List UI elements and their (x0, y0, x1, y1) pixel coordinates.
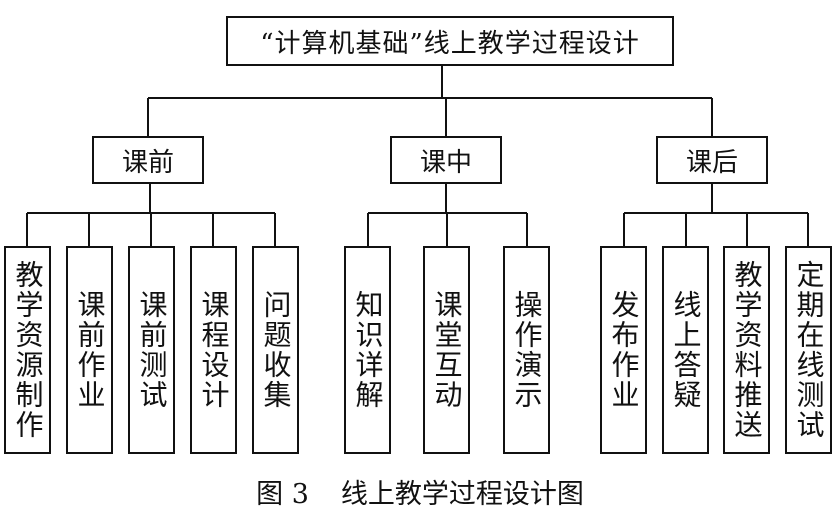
leaf-node: 课程设计 (190, 246, 237, 454)
leaf-label: 问题收集 (259, 290, 293, 410)
node-after-class-label: 课后 (685, 147, 738, 178)
leaf-node: 课前测试 (128, 246, 175, 454)
leaf-node: 定期在线测试 (785, 246, 832, 454)
leaf-label: 线上答疑 (669, 290, 703, 410)
node-during-class: 课中 (390, 136, 502, 184)
leaf-node: 课堂互动 (423, 246, 470, 454)
root-node-label: “计算机基础”线上教学过程设计 (260, 28, 640, 59)
leaf-node: 课前作业 (66, 246, 113, 454)
leaf-label: 课程设计 (197, 290, 231, 410)
leaf-node: 线上答疑 (662, 246, 709, 454)
leaf-label: 定期在线测试 (792, 260, 826, 440)
leaf-node: 发布作业 (600, 246, 647, 454)
leaf-label: 课堂互动 (430, 290, 464, 410)
node-before-class-label: 课前 (121, 147, 174, 178)
leaf-label: 操作演示 (510, 290, 544, 410)
leaf-label: 课前测试 (135, 290, 169, 410)
figure-title: 线上教学过程设计图 (340, 479, 584, 510)
root-node: “计算机基础”线上教学过程设计 (226, 16, 674, 66)
figure-number: 图 3 (256, 479, 309, 510)
node-after-class: 课后 (656, 136, 768, 184)
leaf-node: 问题收集 (252, 246, 299, 454)
leaf-label: 知识详解 (351, 290, 385, 410)
leaf-node: 教学资源制作 (4, 246, 51, 454)
figure-caption: 图 3 线上教学过程设计图 (0, 472, 840, 511)
leaf-label: 课前作业 (73, 290, 107, 410)
leaf-node: 知识详解 (344, 246, 391, 454)
leaf-node: 操作演示 (503, 246, 550, 454)
node-during-class-label: 课中 (419, 147, 472, 178)
leaf-node: 教学资料推送 (723, 246, 770, 454)
leaf-label: 发布作业 (607, 290, 641, 410)
leaf-label: 教学资源制作 (11, 260, 45, 440)
leaf-label: 教学资料推送 (730, 260, 764, 440)
node-before-class: 课前 (92, 136, 204, 184)
